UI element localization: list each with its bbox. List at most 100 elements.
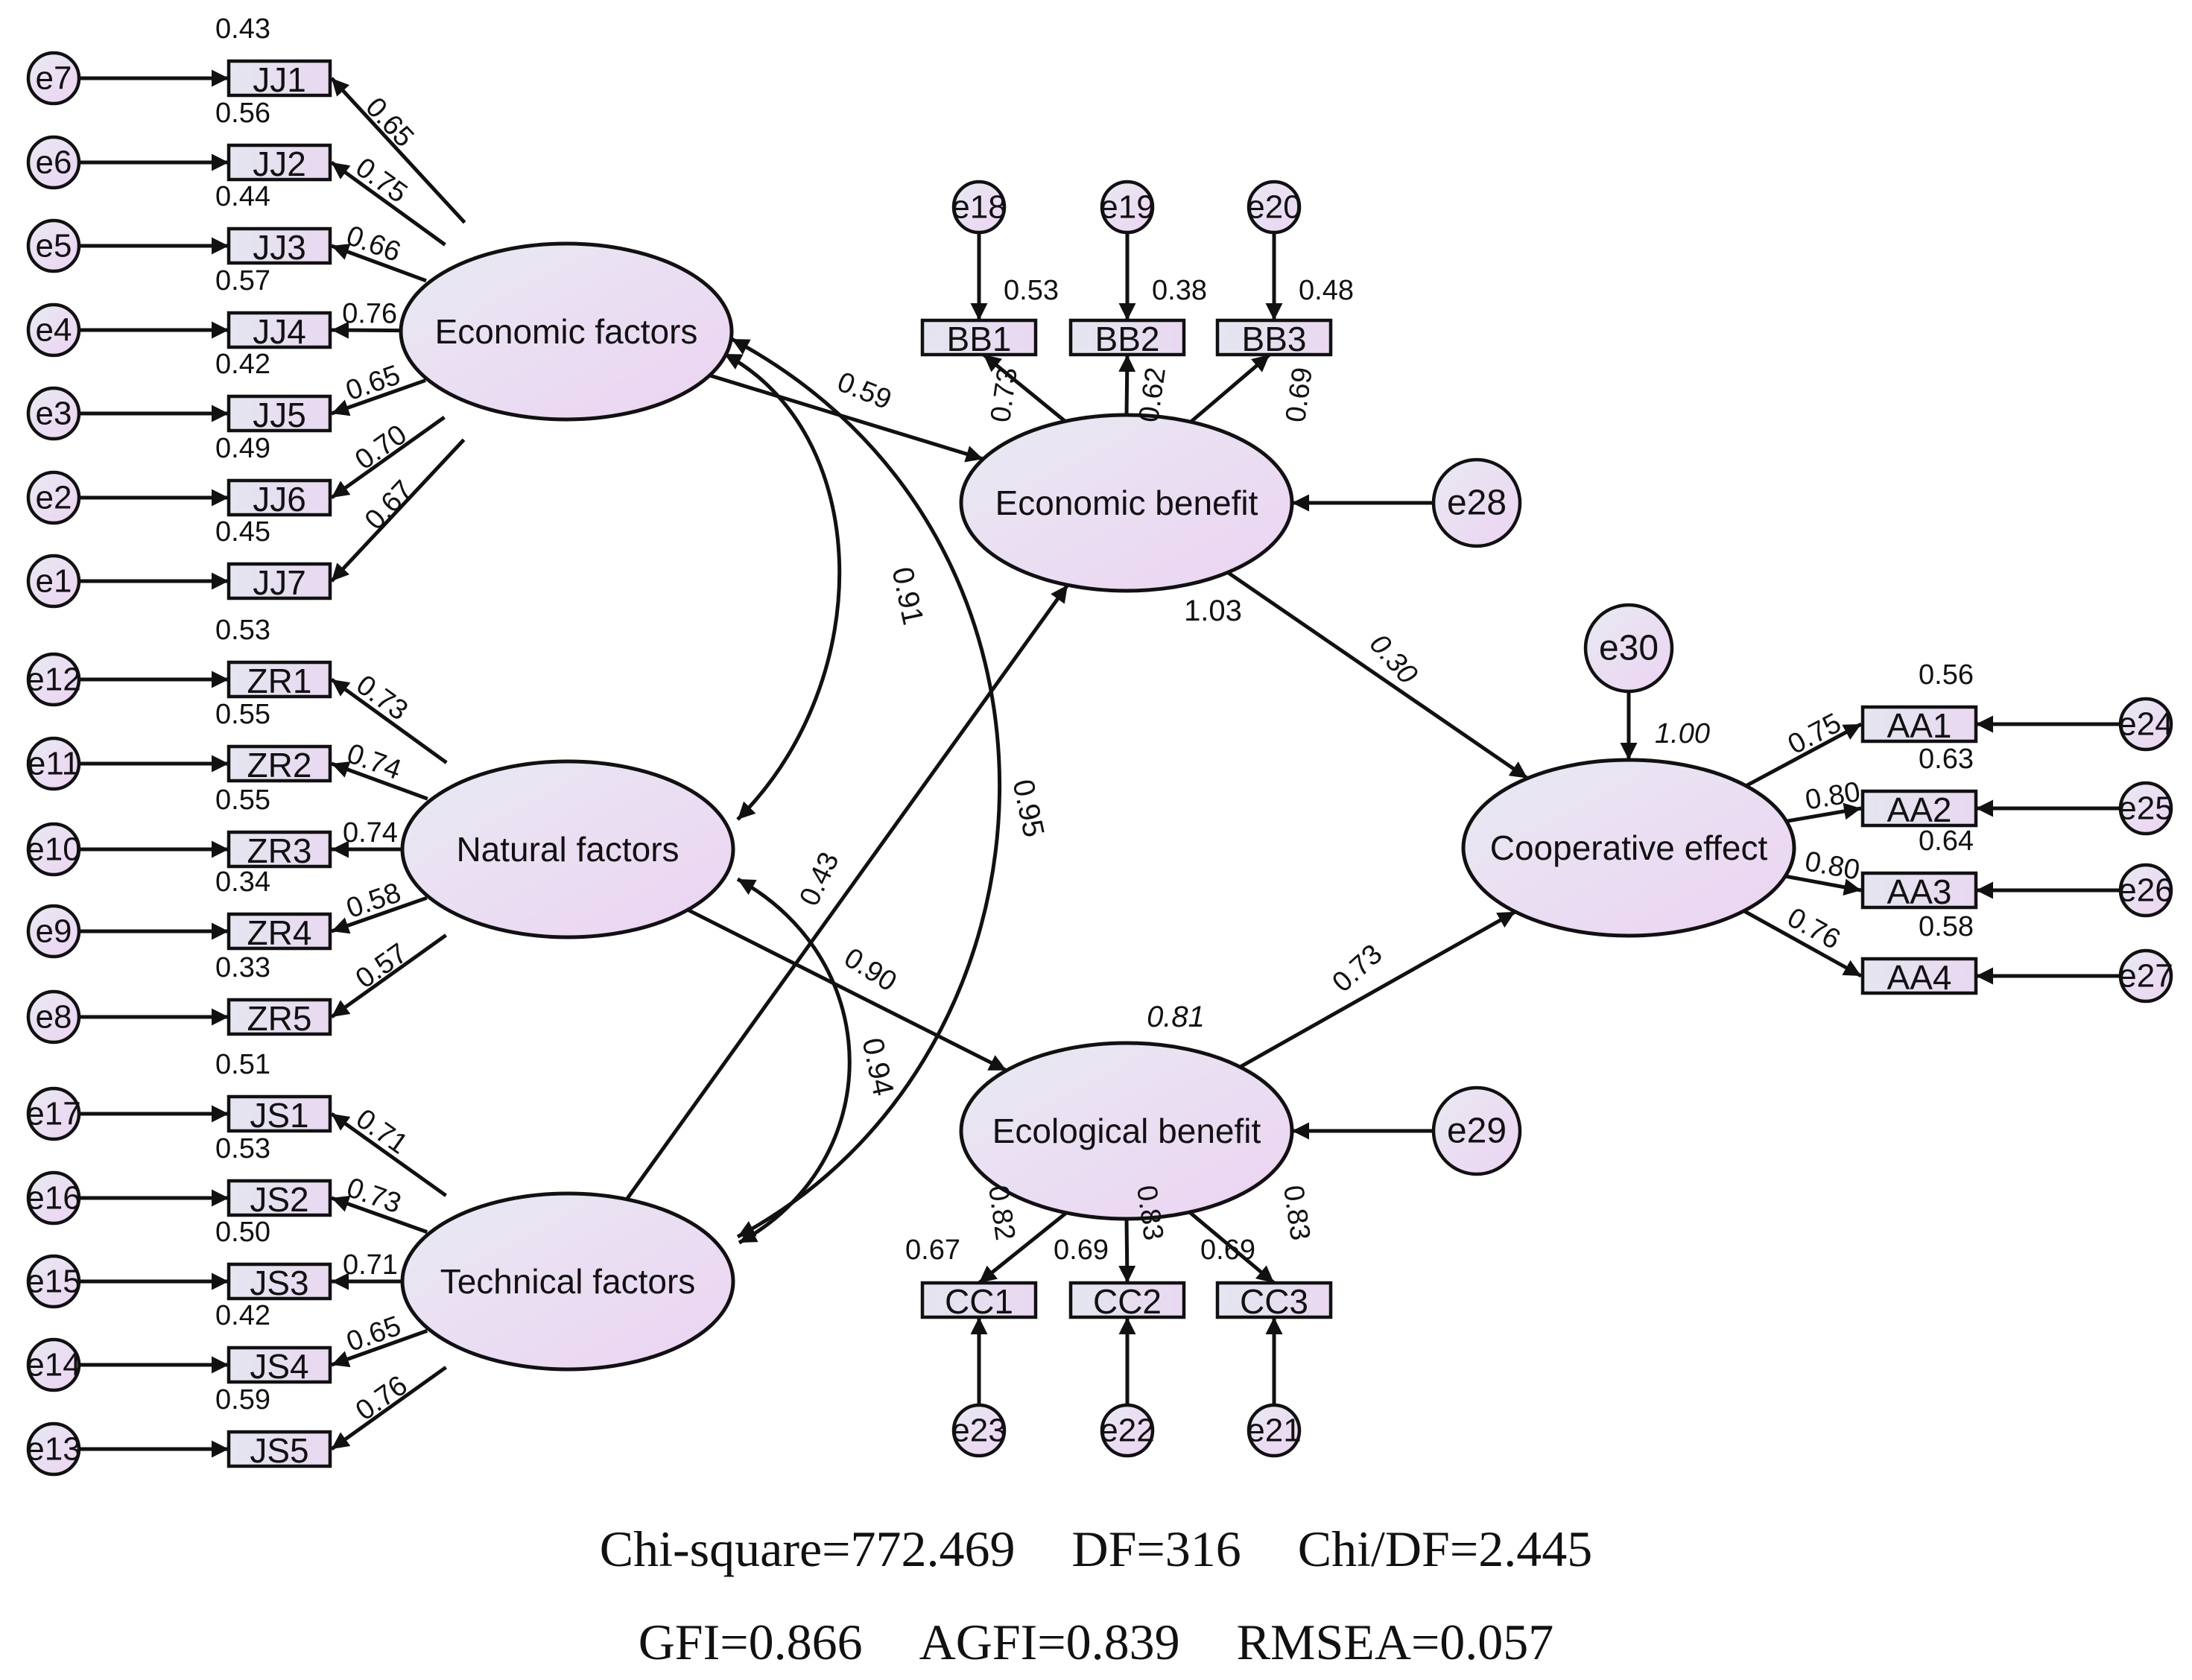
error-e26-circle [2118, 863, 2173, 918]
fit-chi-square: Chi-square=772.469 [599, 1521, 1016, 1577]
error-e10-label: e10 [26, 831, 80, 868]
indicator-zr3-box [227, 830, 332, 869]
natural-factors-label: Natural factors [456, 830, 679, 869]
indicator-js3-r2: 0.50 [215, 1217, 270, 1248]
error-e27-label: e27 [2118, 958, 2173, 995]
indicator-bb3-loading-path [1189, 353, 1271, 424]
indicator-jj6-box [227, 478, 332, 517]
economic-benefit-r2: 1.03 [1184, 595, 1242, 627]
indicator-jj7-loading: 0.67 [359, 475, 419, 536]
error-e17-circle [26, 1086, 81, 1141]
indicator-jj7-box [227, 562, 332, 600]
indicator-aa3-label: AA3 [1887, 872, 1952, 911]
indicator-cc2-label: CC2 [1093, 1282, 1162, 1321]
indicator-cc1-loading-path [978, 1211, 1068, 1284]
error-e27-circle [2118, 948, 2173, 1004]
error-e17-label: e17 [26, 1096, 80, 1132]
covariance-nf-tf [736, 877, 852, 1245]
cooperative-effect-latent [1461, 758, 1796, 938]
indicator-jj1-label: JJ1 [253, 60, 306, 99]
indicator-jj5-loading-path [331, 378, 426, 416]
error-e8-label: e8 [36, 999, 72, 1036]
error-e21-circle [1247, 1403, 1302, 1458]
indicator-jj6-label: JJ6 [253, 480, 306, 519]
error-e5-label: e5 [36, 228, 72, 264]
indicator-zr5-loading-path [330, 933, 448, 1019]
fit-chi-df: Chi/DF=2.445 [1297, 1521, 1593, 1577]
covariance-nf-tf-value: 0.94 [855, 1035, 899, 1098]
technical-factors-label: Technical factors [440, 1262, 696, 1301]
error-e16-label: e16 [26, 1180, 80, 1217]
indicator-jj1-box [227, 59, 332, 98]
indicator-aa1-loading-path [1745, 722, 1863, 787]
error-e7-circle [26, 51, 81, 106]
indicator-bb1-loading-path [982, 353, 1067, 423]
indicator-aa2-loading-path [1786, 802, 1862, 823]
indicator-jj6-loading: 0.70 [349, 419, 413, 476]
indicator-js2-box [227, 1179, 332, 1217]
error-e19-label: e19 [1100, 189, 1154, 226]
error-e11-circle [26, 736, 81, 791]
indicator-js4-box [227, 1345, 332, 1384]
error-e14-circle [26, 1337, 81, 1392]
error-e18-label: e18 [951, 189, 1006, 226]
error-e9-label: e9 [36, 913, 72, 950]
indicator-aa2-label: AA2 [1887, 790, 1952, 829]
indicator-cc1-loading: 0.82 [982, 1183, 1021, 1242]
indicator-zr4-box [227, 912, 332, 951]
error-e14-label: e14 [26, 1347, 80, 1383]
indicator-bb3-r2: 0.48 [1299, 275, 1354, 306]
indicator-js4-r2: 0.42 [215, 1300, 270, 1331]
indicator-jj3-box [227, 226, 332, 265]
error-e12-label: e12 [26, 662, 80, 698]
indicator-bb1-label: BB1 [947, 320, 1012, 358]
indicator-jj4-loading: 0.76 [342, 298, 397, 329]
error-e4-circle [26, 302, 81, 358]
indicator-zr5-r2: 0.33 [215, 952, 270, 983]
indicator-zr1-loading-path [330, 677, 448, 764]
covariance-ef-nf-value: 0.91 [885, 564, 929, 627]
error-e23-circle [951, 1403, 1007, 1458]
indicator-aa1-box [1860, 705, 1978, 744]
indicator-jj2-r2: 0.56 [215, 98, 270, 129]
indicator-zr1-label: ZR1 [247, 662, 312, 700]
cooperative-effect-label: Cooperative effect [1490, 828, 1768, 867]
indicator-cc1-r2: 0.67 [905, 1234, 960, 1266]
path-eb-ce-path [1226, 571, 1529, 780]
indicator-cc1-box [920, 1281, 1038, 1319]
indicator-aa3-box [1860, 871, 1978, 910]
technical-factors-latent [400, 1191, 735, 1372]
economic-benefit-label: Economic benefit [995, 484, 1258, 522]
indicator-cc3-label: CC3 [1240, 1282, 1308, 1321]
economic-factors-label: Economic factors [435, 312, 698, 351]
error-e20-label: e20 [1247, 189, 1301, 226]
disturbance-e29-label: e29 [1447, 1112, 1507, 1151]
path-gb-ce-path [1239, 910, 1516, 1069]
indicator-zr4-loading-path [331, 896, 428, 934]
error-e25-circle [2118, 781, 2173, 836]
indicator-bb3-label: BB3 [1242, 320, 1307, 358]
indicator-zr3-r2: 0.55 [215, 784, 270, 816]
error-e10-circle [26, 822, 81, 877]
indicator-zr1-box [227, 660, 332, 699]
natural-factors-latent [400, 759, 735, 939]
error-e22-label: e22 [1100, 1413, 1154, 1449]
indicator-jj6-r2: 0.49 [215, 433, 270, 464]
error-e1-label: e1 [36, 563, 72, 600]
indicator-bb1-r2: 0.53 [1004, 275, 1059, 306]
indicator-aa4-box [1860, 957, 1978, 995]
indicator-jj7-loading-path [330, 438, 466, 583]
error-e22-circle [1100, 1403, 1155, 1458]
economic-factors-latent [399, 241, 734, 422]
indicator-jj1-r2: 0.43 [215, 13, 270, 45]
error-e7-label: e7 [36, 60, 72, 97]
indicator-cc2-r2: 0.69 [1054, 1234, 1109, 1266]
ecological-benefit-label: Ecological benefit [992, 1112, 1261, 1150]
path-tf-eb-coef: 0.43 [794, 848, 845, 911]
indicator-zr4-r2: 0.34 [215, 866, 270, 898]
error-e15-circle [26, 1254, 81, 1309]
indicator-js1-label: JS1 [250, 1096, 308, 1135]
error-e3-circle [26, 386, 81, 441]
indicator-jj6-loading-path [330, 416, 446, 500]
